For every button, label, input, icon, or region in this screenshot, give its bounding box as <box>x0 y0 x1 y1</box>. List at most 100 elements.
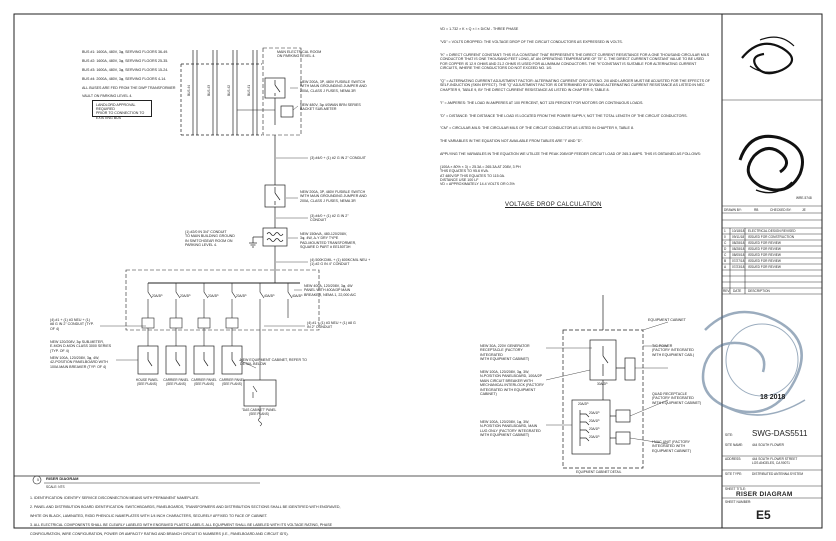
conduit-label-2: (3) #4/0 + (1) #2 G IN 2" CONDUIT <box>310 214 349 223</box>
general-note: WHITE ON BLACK, LAMINATED, RIGID PHENOLI… <box>30 514 268 519</box>
revision-cell: 08/28/18 <box>732 241 745 245</box>
sheet-number: E5 <box>756 508 771 522</box>
revision-cell: 08/05/18 <box>732 253 745 257</box>
rev-header-desc: DESCRIPTION <box>748 289 770 293</box>
equipment-cabinet-detail <box>562 295 644 469</box>
main-room-outline <box>262 47 302 136</box>
bus-label: BUS #4 <box>187 85 191 96</box>
general-note: 1. IDENTIFICATION: IDENTIFY SERVICE DISC… <box>30 496 200 501</box>
revision-cell: 08/28/18 <box>732 247 745 251</box>
transformer <box>262 227 288 247</box>
checked-by: JE <box>802 208 806 212</box>
sub-panel-label: CARRIER PANEL (SEE PLANS) <box>163 378 189 386</box>
vd-paragraph: APPLYING THE VARIABLES IN THE EQUATION W… <box>440 151 701 156</box>
logo-ref: WRE-5748 <box>796 196 812 200</box>
revision-cell: ISSUED FOR REVIEW <box>748 241 781 245</box>
cab-breaker-rating: 20A/1P <box>589 419 600 423</box>
general-note: 3. ALL ELECTRICAL COMPONENTS SHALL BE CL… <box>30 522 333 527</box>
breaker-rating: 20A/3P <box>208 294 219 298</box>
drawn-by: RB <box>754 208 759 212</box>
rev-header-date: DATE <box>733 289 742 293</box>
engineer-stamp <box>701 310 806 416</box>
revision-cell: 10/18/18 <box>732 229 745 233</box>
revision-cell: ISSUED FOR REVIEW <box>748 247 781 251</box>
sub-panel-label: CARRIER PANEL (SEE PLANS) <box>191 378 217 386</box>
breaker-rating: 20A/3P <box>180 294 191 298</box>
vd-paragraph: "D" = DISTANCE: THE DISTANCE THE LOAD IS… <box>440 113 688 118</box>
bus-note: BUS #1: 1600A, 480V, 3φ, SERVING FLOORS … <box>82 50 169 55</box>
site-label: SITE: <box>725 433 733 437</box>
revision-cell: ISSUED FOR REVIEW <box>748 265 781 269</box>
drawn-by-label: DRAWN BY: <box>724 208 742 212</box>
riser-title: RISER DIAGRAM <box>46 476 79 481</box>
revision-cell: 07/23/18 <box>732 265 745 269</box>
revision-cell: D <box>724 247 727 251</box>
main-panel-outline <box>125 269 320 331</box>
breaker-rating: 20A/3P <box>152 294 163 298</box>
feeder-label-right: (4) #1 + (1) #3 NEU + (1) #8 G IN 2" CON… <box>307 321 356 330</box>
meter-label: NEW 480V, 3φ 4/0WAN BRN SERIES BACKET SU… <box>300 103 361 112</box>
sheet-number-label: SHEET NUMBER: <box>725 500 752 504</box>
company-logo <box>741 36 795 75</box>
cab-detail-title: EQUIPMENT CABINET DETAIL <box>576 470 622 474</box>
main-room-label: MAIN ELECTRICAL ROOM ON PARKING LEVEL 4. <box>277 50 322 59</box>
equip-cabinet-label: EQUIPMENT CABINET <box>648 318 686 322</box>
submeter-label: NEW 120/208V, 3φ SUB-METER, E-MON D-MON … <box>50 340 112 353</box>
branch-breakers <box>147 283 293 318</box>
landlord-note: LANDLORD APPROVAL REQUIRED PRIOR TO CONN… <box>96 102 145 120</box>
bus-ducts <box>180 50 262 136</box>
equip-cabinet-ref: NEW EQUIPMENT CABINET, REFER TO DETAIL B… <box>240 358 307 367</box>
revision-cell: A <box>724 265 727 269</box>
general-note: 2. PANEL AND DISTRIBUTION BOARD IDENTIFI… <box>30 505 341 510</box>
site-type: DISTRIBUTED ANTENNA SYSTEM <box>752 472 804 476</box>
fused-switch-2 <box>264 184 286 208</box>
vd-title: VOLTAGE DROP CALCULATION <box>505 202 602 208</box>
site-type-label: SITE TYPE: <box>725 472 743 476</box>
quad-recep-label: QUAD RECEPTACLE (FACTORY INTEGRATED WITH… <box>652 392 702 405</box>
cab-breaker-rating: 20A/1P <box>589 427 600 431</box>
das-cabinet <box>243 379 277 407</box>
conduit-label-3: (4) 500KCMIL + (1) 600KCMIL NEU + (1) #2… <box>310 258 371 267</box>
voltage-drop-notes: VD = 1.732 × K × Q × I × D/CM - THREE PH… <box>440 23 710 191</box>
revision-cell: 07/27/18 <box>732 259 745 263</box>
tvss-label: T/C POWER (FACTORY INTEGRATED WITH EQUIP… <box>652 344 695 357</box>
recep-label: NEW 30A, 220V GENERATOR RECEPTACLE (FACT… <box>480 344 530 362</box>
riser-scale: SCALE: NTS <box>46 485 65 489</box>
panelboard-1-label: NEW 100A, 120/208V, 3φ, 3W, N-POSITION P… <box>480 370 545 397</box>
revision-cell: ISSUED FOR REVIEW <box>748 259 781 263</box>
sub-meters <box>141 317 239 329</box>
address: 444 SOUTH FLOWER STREET LOS ANGELES, CA … <box>752 457 798 465</box>
riser-detail-number: 5 <box>37 478 39 482</box>
bus-note: BUS #4: 2000A, 480V, 3φ, SERVING FLOORS … <box>82 76 167 81</box>
sub-panel-note: NEW 100A, 120/208V, 3φ, 4W, 42-POSITION … <box>50 356 108 369</box>
revision-cell: 09/11/18 <box>732 235 745 239</box>
meter-box <box>280 105 294 118</box>
vd-formula: VD = 1.732 × K × Q × I × D/CM - THREE PH… <box>440 27 519 32</box>
transformer-label: NEW 150kVA, 480-120/208V, 3φ, 4W, Δ-Y DR… <box>300 232 357 250</box>
rev-header-rev: REV. <box>723 289 731 293</box>
bus-notes: BUS #1: 1600A, 480V, 3φ, SERVING FLOORS … <box>82 46 182 103</box>
site-id: SWG-DAS5511 <box>752 429 808 438</box>
vd-paragraph: "K" = DIRECT CURRENT CONSTANT: THIS IS A… <box>440 53 710 71</box>
das-panel-label: "DAS CABINET" PANEL (SEE PLANS) <box>241 408 277 416</box>
feeder-label-left: (4) #1 + (1) #3 NEU + (1) #8 G IN 2" CON… <box>50 318 94 331</box>
revision-cell: ELECTRICAL DESIGN REVISED <box>748 229 796 233</box>
cab-breaker-rating: 20A/1P <box>589 411 600 415</box>
revision-cell: ISSUED FOR REVIEW <box>748 253 781 257</box>
hvac-label: HVAC UNIT (FACTORY INTEGRATED WITH EQUIP… <box>652 440 692 453</box>
site-name: 444 SOUTH FLOWER <box>752 443 784 447</box>
vd-paragraph: "CM" = CIRCULAR-MILS: THE CIRCULAR MILS … <box>440 126 634 131</box>
cab-breaker-rating: 30A/2P <box>597 382 608 386</box>
address-label: ADDRESS: <box>725 457 742 461</box>
bus-note: VAULT ON PARKING LEVEL 4. <box>82 94 133 99</box>
bus-label: BUS #3 <box>207 85 211 96</box>
bus-note: BUS #2: 1600A, 480V, 3φ, SERVING FLOORS … <box>82 59 169 64</box>
sub-panels <box>137 345 243 375</box>
vd-paragraph: "VD" = VOLTS DROPPED: THE VOLTAGE DROP O… <box>440 40 623 45</box>
sub-panel-label: CARRIER PANEL (SEE PLANS) <box>219 378 245 386</box>
revision-cell: 0 <box>724 235 726 239</box>
cab-breaker-rating: 20A/1P <box>589 435 600 439</box>
stamp-year: 18 2018 <box>760 394 786 401</box>
breaker-rating: 40A/3P <box>292 294 303 298</box>
vd-paragraph: "Q" = ALTERNATING CURRENT ADJUSTMENT FAC… <box>440 79 710 92</box>
